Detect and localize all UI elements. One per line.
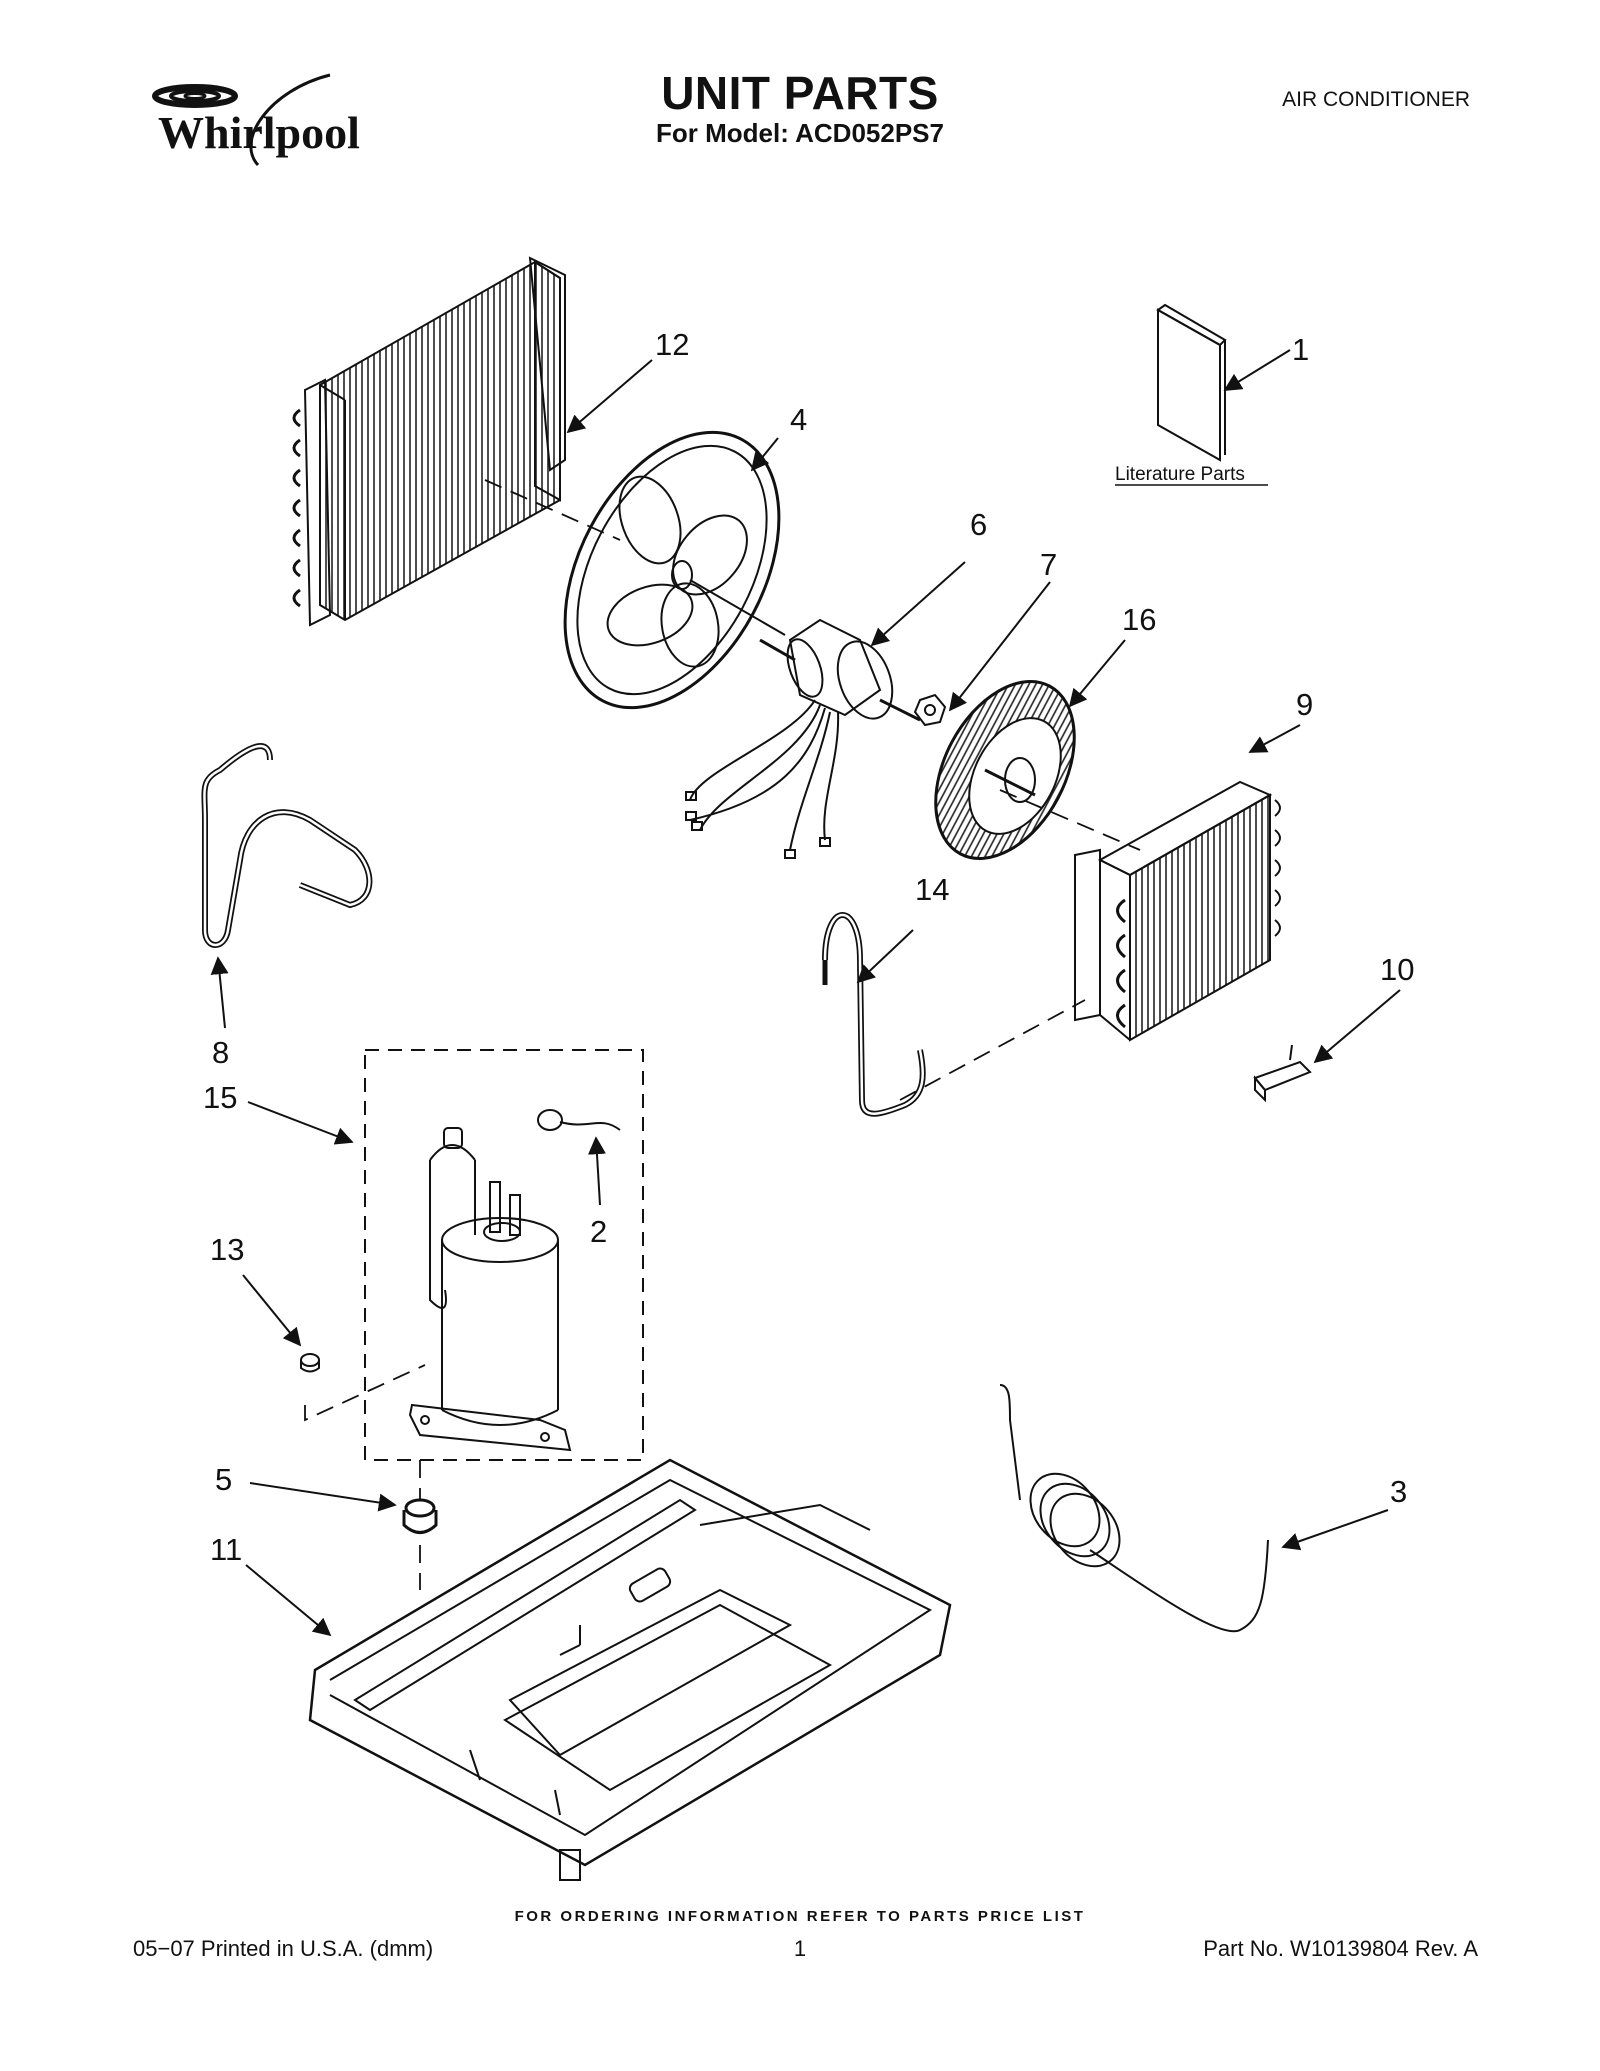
part-11-base-pan	[308, 1458, 952, 1881]
part-number: Part No. W10139804 Rev. A	[1203, 1936, 1478, 1961]
page-number: 1	[793, 1936, 807, 1961]
compressor	[408, 1127, 572, 1452]
callout-15: 15	[203, 1080, 237, 1115]
part-12-condenser-coil	[292, 256, 566, 627]
page-title: UNIT PARTS	[661, 67, 939, 119]
callout-2: 2	[590, 1214, 607, 1249]
part-10-bracket	[1253, 1044, 1312, 1103]
part-1-literature	[1156, 303, 1227, 462]
part-15-compressor-group	[364, 1049, 644, 1461]
model-subtitle: For Model: ACD052PS7	[656, 118, 944, 148]
callout-1: 1	[1292, 332, 1309, 367]
product-category: AIR CONDITIONER	[1282, 88, 1470, 111]
callout-12: 12	[655, 327, 689, 362]
callout-10: 10	[1380, 952, 1414, 987]
part-13-grommet	[300, 1353, 320, 1373]
part-3-capillary	[999, 1384, 1269, 1633]
part-6-fan-motor	[685, 618, 921, 859]
callout-13: 13	[210, 1232, 244, 1267]
part-9-evaporator-coil	[1074, 780, 1281, 1042]
part-8-tube	[201, 743, 373, 948]
print-info: 05−07 Printed in U.S.A. (dmm)	[133, 1936, 434, 1961]
callout-4: 4	[790, 402, 807, 437]
callout-8: 8	[212, 1035, 229, 1070]
callout-5: 5	[215, 1462, 232, 1497]
callout-16: 16	[1122, 602, 1156, 637]
part-16-blower-wheel	[934, 680, 1076, 860]
callout-11: 11	[210, 1532, 242, 1567]
part-5-mount	[402, 1498, 438, 1534]
logo-wordmark: Whirlpool	[158, 107, 360, 158]
callout-7: 7	[1040, 547, 1057, 582]
part-4-fan-and-shroud	[563, 430, 786, 710]
callout-9: 9	[1296, 687, 1313, 722]
part-7-nut	[913, 693, 947, 727]
ordering-notice: FOR ORDERING INFORMATION REFER TO PARTS …	[514, 1908, 1086, 1925]
part-2-overload	[537, 1109, 621, 1131]
callout-14: 14	[915, 872, 949, 907]
callout-6: 6	[970, 507, 987, 542]
whirlpool-logo: Whirlpool	[140, 70, 390, 170]
part-14-tube	[822, 912, 926, 1117]
callout-3: 3	[1390, 1474, 1407, 1509]
literature-parts-label: Literature Parts	[1115, 464, 1245, 485]
